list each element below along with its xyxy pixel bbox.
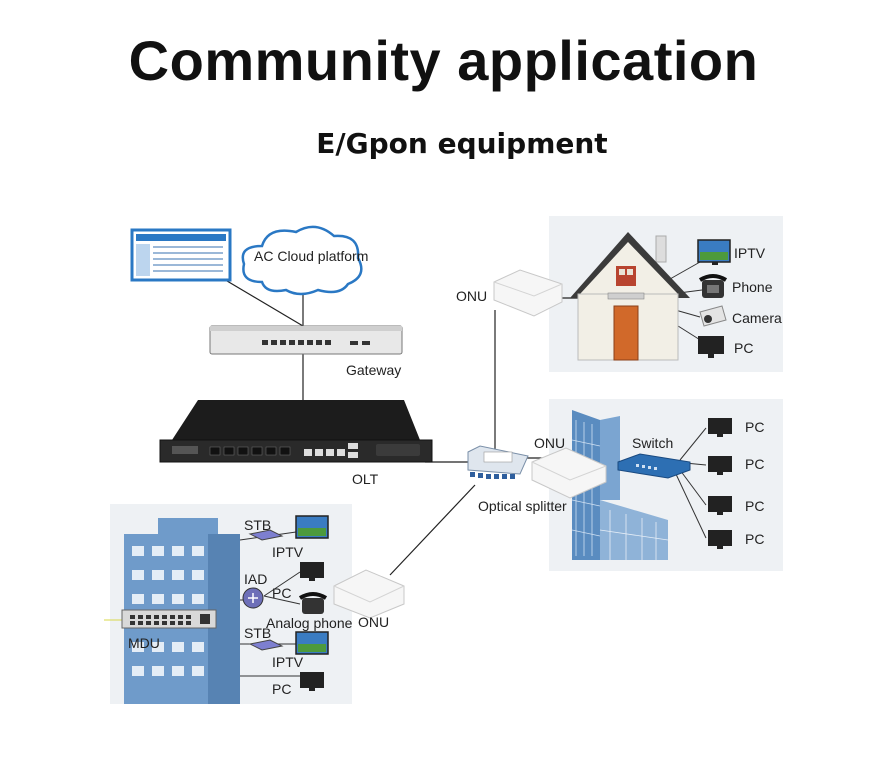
- mdu-switch-device: [104, 609, 217, 629]
- iptv-icon: [295, 515, 329, 539]
- onu-office-device: [531, 447, 607, 499]
- pc-icon: [708, 496, 732, 515]
- management-monitor: [130, 228, 232, 282]
- iptv-label: IPTV: [272, 544, 304, 560]
- page-subtitle: E/Gpon equipment: [316, 127, 608, 160]
- home-device-label: IPTV: [734, 245, 766, 261]
- camera-icon: [699, 305, 727, 327]
- iptv-icon: [295, 631, 329, 655]
- pc-icon: [300, 562, 324, 581]
- stb-label: STB: [244, 625, 271, 641]
- gateway-label: Gateway: [346, 362, 401, 378]
- home-device-label: Camera: [732, 310, 782, 326]
- switch-device: [617, 453, 691, 479]
- iad-icon: [242, 587, 264, 609]
- office-device-label: PC: [745, 531, 764, 547]
- optical-splitter-device: [467, 445, 529, 479]
- cloud-icon: [241, 225, 363, 296]
- office-device-lines: [674, 427, 707, 539]
- mdu-label: MDU: [128, 635, 160, 651]
- home-device-label: PC: [734, 340, 753, 356]
- gateway-device: [209, 325, 403, 355]
- analog-phone-label: Analog phone: [266, 615, 353, 631]
- onu-mdu-device: [333, 569, 405, 619]
- onu-mdu-label: ONU: [358, 614, 389, 630]
- pc-icon: [708, 456, 732, 475]
- stb-icon: [248, 529, 284, 541]
- home-device-label: Phone: [732, 279, 773, 295]
- olt-label: OLT: [352, 471, 379, 487]
- office-device-label: PC: [745, 419, 764, 435]
- iptv-icon: [697, 239, 731, 265]
- pc-icon: [300, 672, 324, 691]
- iad-label: IAD: [244, 571, 267, 587]
- pc-icon: [708, 418, 732, 437]
- phone-icon: [698, 274, 728, 298]
- house-icon: [570, 232, 690, 361]
- iptv-label: IPTV: [272, 654, 304, 670]
- switch-label: Switch: [632, 435, 673, 451]
- onu-office-label: ONU: [534, 435, 565, 451]
- pc-label: PC: [272, 681, 291, 697]
- olt-device: [159, 400, 433, 463]
- onu-home-device: [493, 269, 563, 317]
- cloud-label: AC Cloud platform: [254, 248, 368, 264]
- pc-label: PC: [272, 585, 291, 601]
- stb-icon: [248, 639, 284, 651]
- pc-icon: [698, 336, 724, 358]
- onu-home-label: ONU: [456, 288, 487, 304]
- phone-icon: [298, 592, 328, 614]
- splitter-label: Optical splitter: [478, 498, 567, 514]
- pc-icon: [708, 530, 732, 549]
- stb-label: STB: [244, 517, 271, 533]
- office-device-label: PC: [745, 456, 764, 472]
- page-title: Community application: [128, 29, 759, 92]
- office-device-label: PC: [745, 498, 764, 514]
